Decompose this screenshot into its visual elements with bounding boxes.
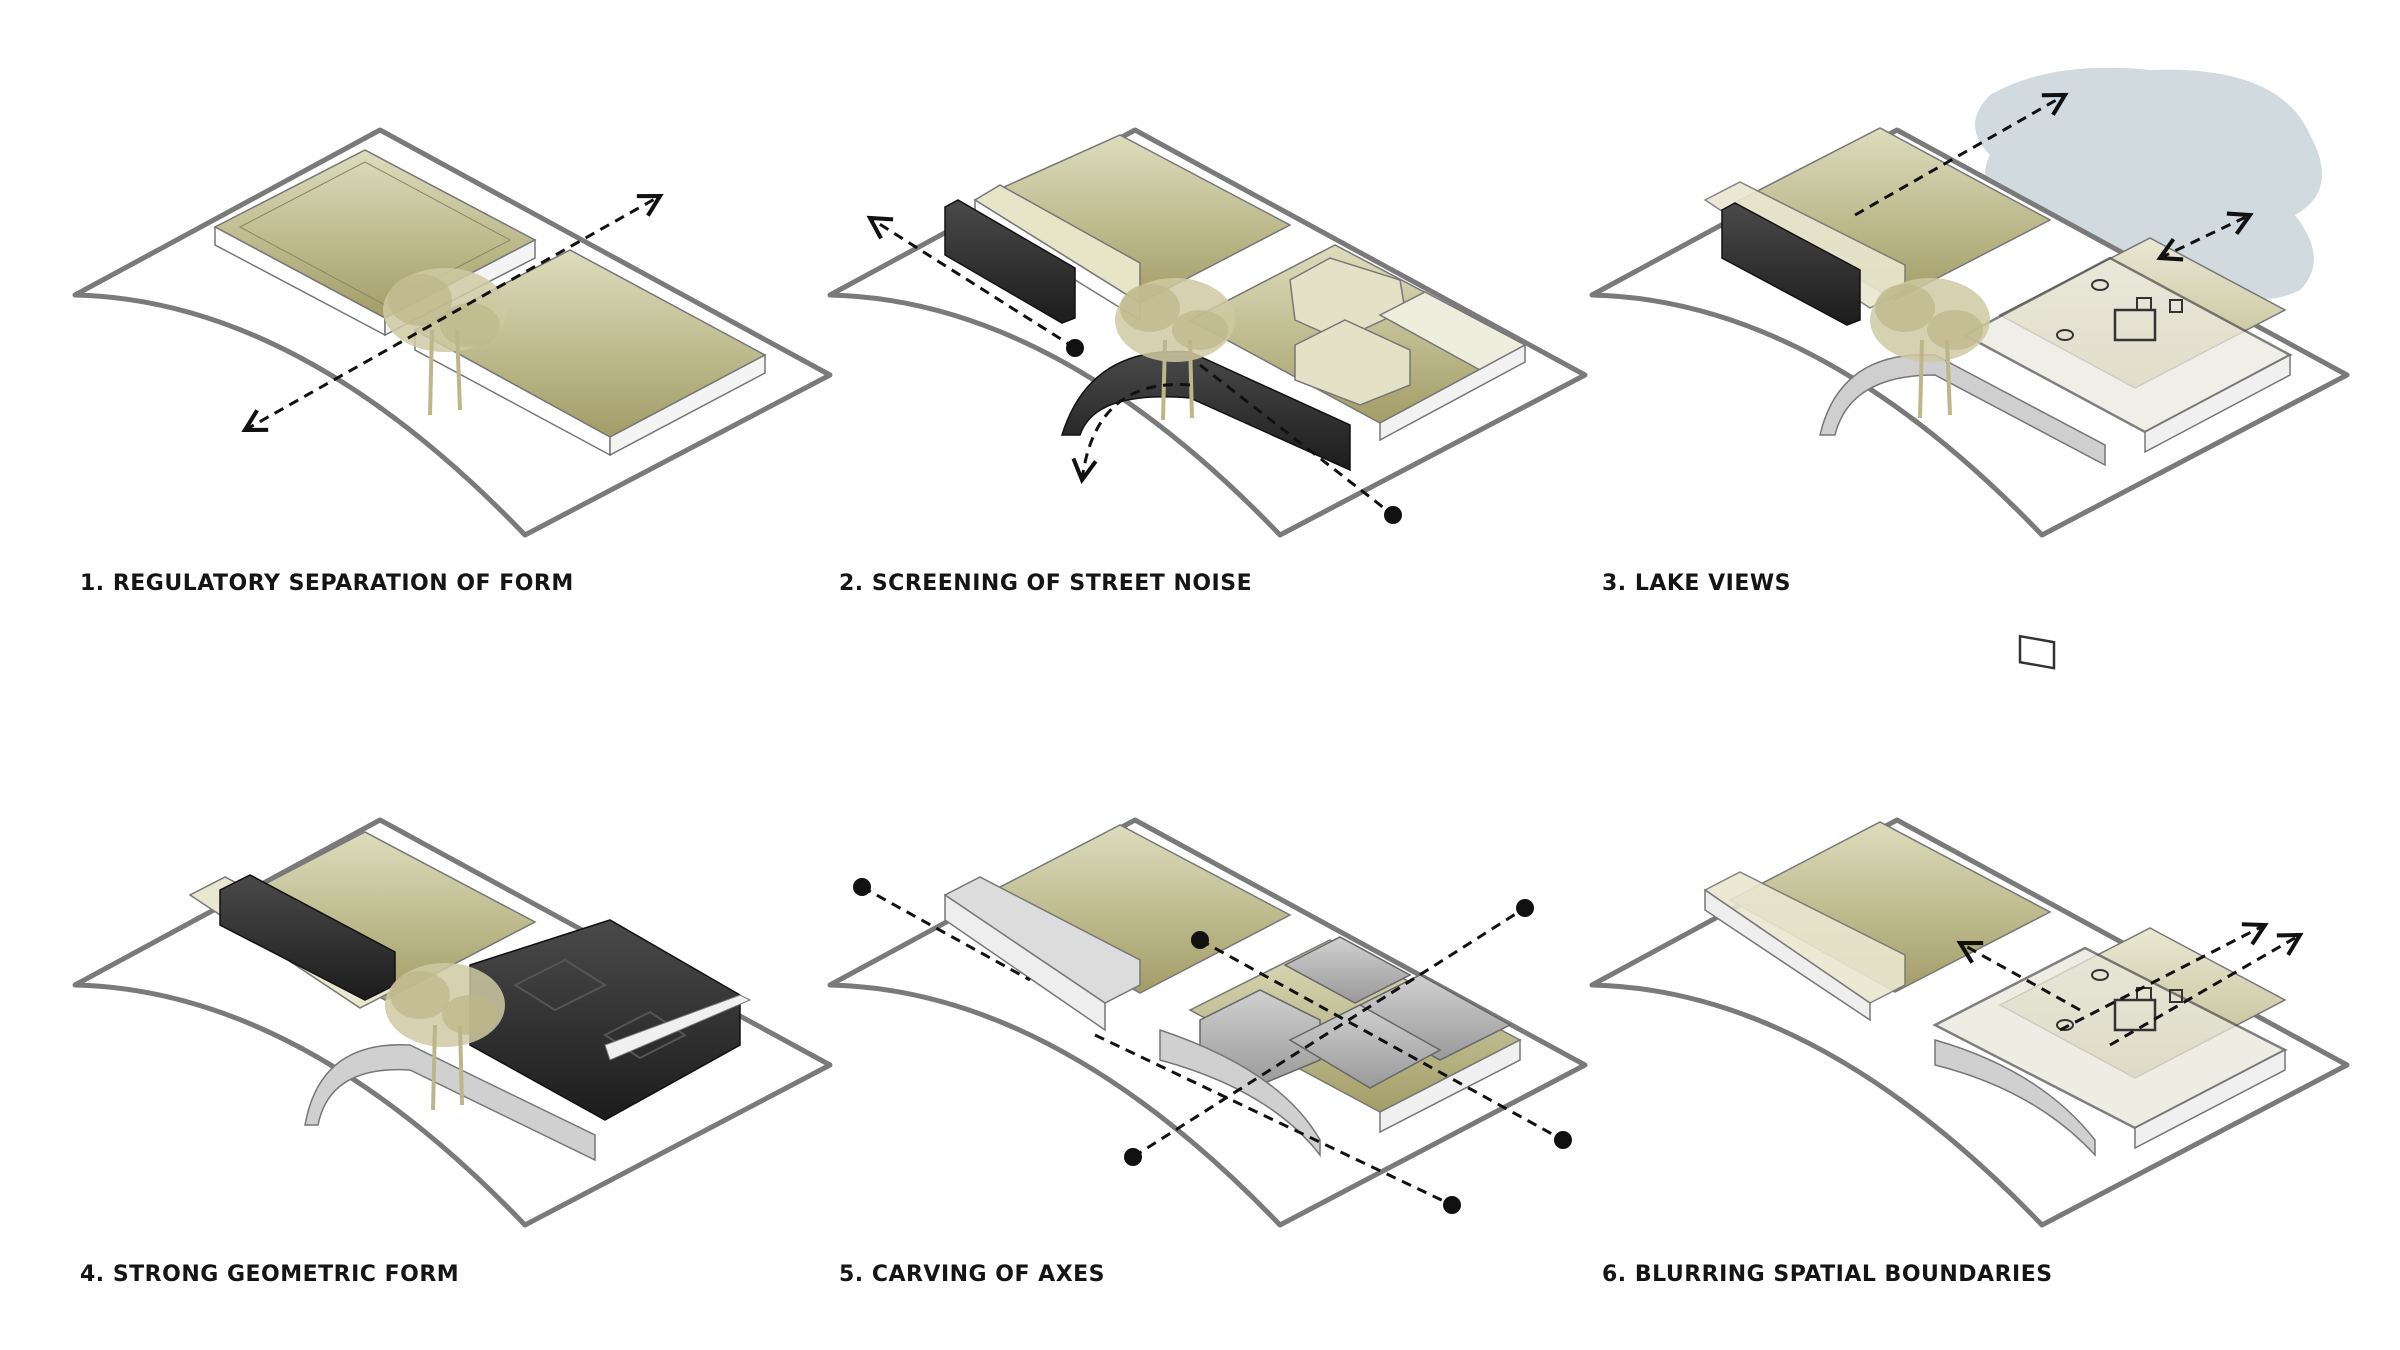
curved-wall (1159, 1028, 1321, 1158)
building-mass-south (1962, 237, 2293, 670)
curved-wall (1819, 354, 2106, 467)
street-noise-axis (1199, 363, 1394, 517)
caption-panel-2: 2. SCREENING OF STREET NOISE (839, 571, 1253, 596)
noise-screen-wall-curved (1060, 350, 1351, 472)
panel-3-lake-views (1589, 67, 2350, 670)
building-mass-south (1932, 927, 2288, 1150)
axis-line-b (1094, 1033, 1453, 1207)
axis-endpoint-dot (1443, 1196, 1461, 1214)
street-noise-arrow-curved (1071, 383, 1191, 485)
caption-panel-3: 3. LAKE VIEWS (1602, 571, 1791, 596)
panel-6-blurring-spatial-boundaries (1589, 817, 2350, 1228)
curved-wall (1934, 1039, 2096, 1157)
dark-volume-south (469, 919, 741, 1121)
noise-origin-dot (1066, 339, 1084, 357)
street-noise-arrow-north (866, 215, 1076, 350)
separation-axis-arrow (241, 193, 664, 433)
panel-4-strong-geometric-form (72, 817, 833, 1228)
boundary-arrow-right-1 (2059, 922, 2269, 1032)
panel-5-carving-of-axes (827, 817, 1588, 1228)
tree-icon (1115, 278, 1235, 421)
axis-line-a (861, 885, 1031, 982)
axis-endpoint-dot (853, 878, 871, 896)
lake-view-arrow-long (1854, 92, 2069, 217)
panel-1-regulatory-separation (72, 127, 833, 538)
tree-icon (1870, 278, 1990, 419)
boundary-arrow-left (1956, 940, 2081, 1012)
building-mass-north (943, 824, 1292, 1032)
axis-endpoint-dot (1554, 1131, 1572, 1149)
building-mass-south (1188, 244, 1527, 442)
curved-wall (304, 1044, 596, 1162)
caption-panel-1: 1. REGULATORY SEPARATION OF FORM (80, 571, 574, 596)
axis-endpoint-dot (1191, 931, 1209, 949)
axis-endpoint-dot (1124, 1148, 1142, 1166)
boundary-arrow-right-2 (2109, 932, 2304, 1047)
noise-screen-wall-north (1721, 202, 1861, 326)
axis-line-d (1132, 906, 1526, 1159)
caption-panel-4: 4. STRONG GEOMETRIC FORM (80, 1262, 460, 1287)
panel-2-screening-street-noise (827, 127, 1588, 538)
axis-line-c (1199, 938, 1564, 1142)
axis-endpoint-dot (1516, 899, 1534, 917)
noise-origin-dot (1384, 506, 1402, 524)
caption-panel-6: 6. BLURRING SPATIAL BOUNDARIES (1602, 1262, 2053, 1287)
caption-panel-5: 5. CARVING OF AXES (839, 1262, 1106, 1287)
noise-screen-wall-north (944, 199, 1076, 324)
tree-icon (385, 963, 505, 1111)
